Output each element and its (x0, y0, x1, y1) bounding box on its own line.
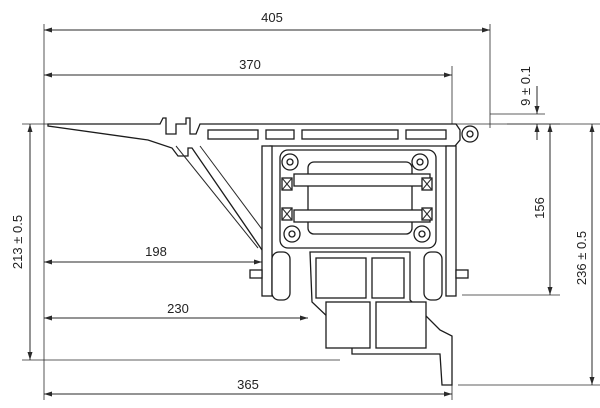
lower-cell-4 (375, 301, 427, 349)
left-bolt (249, 269, 263, 279)
dim-right-height: 236 ± 0.5 (574, 231, 589, 285)
left-wheel (271, 251, 291, 301)
dimension-labels: 405 370 198 230 365 9 ± 0.1 156 236 ± 0.… (10, 10, 589, 392)
top-slot-4 (405, 129, 447, 140)
left-post (261, 145, 273, 297)
top-slot-3 (301, 129, 399, 140)
dim-mid-width-upper: 198 (145, 244, 167, 259)
dim-bottom-width: 365 (237, 377, 259, 392)
right-bolt (455, 269, 469, 279)
top-slot-1 (207, 129, 259, 140)
cross-blocks (281, 177, 433, 221)
lower-cell-3 (325, 301, 371, 349)
dim-overall-width: 405 (261, 10, 283, 25)
lower-cell-2 (371, 257, 405, 299)
rollers (281, 125, 479, 243)
lower-cell-1 (315, 257, 367, 299)
inner-bar-top (293, 173, 431, 187)
dim-top-width: 370 (239, 57, 261, 72)
dim-left-height: 213 ± 0.5 (10, 215, 25, 269)
inner-frame-inner (307, 161, 413, 235)
top-slot-2 (265, 129, 295, 140)
dim-inner-height: 156 (532, 197, 547, 219)
inner-bar-bottom (293, 209, 431, 223)
profile-outer-contour (47, 117, 461, 251)
dim-top-offset: 9 ± 0.1 (518, 66, 533, 106)
right-wheel (423, 251, 443, 301)
dim-mid-width-lower: 230 (167, 301, 189, 316)
right-post (445, 145, 457, 297)
profile-section (47, 117, 479, 386)
dimension-lines (22, 24, 600, 400)
